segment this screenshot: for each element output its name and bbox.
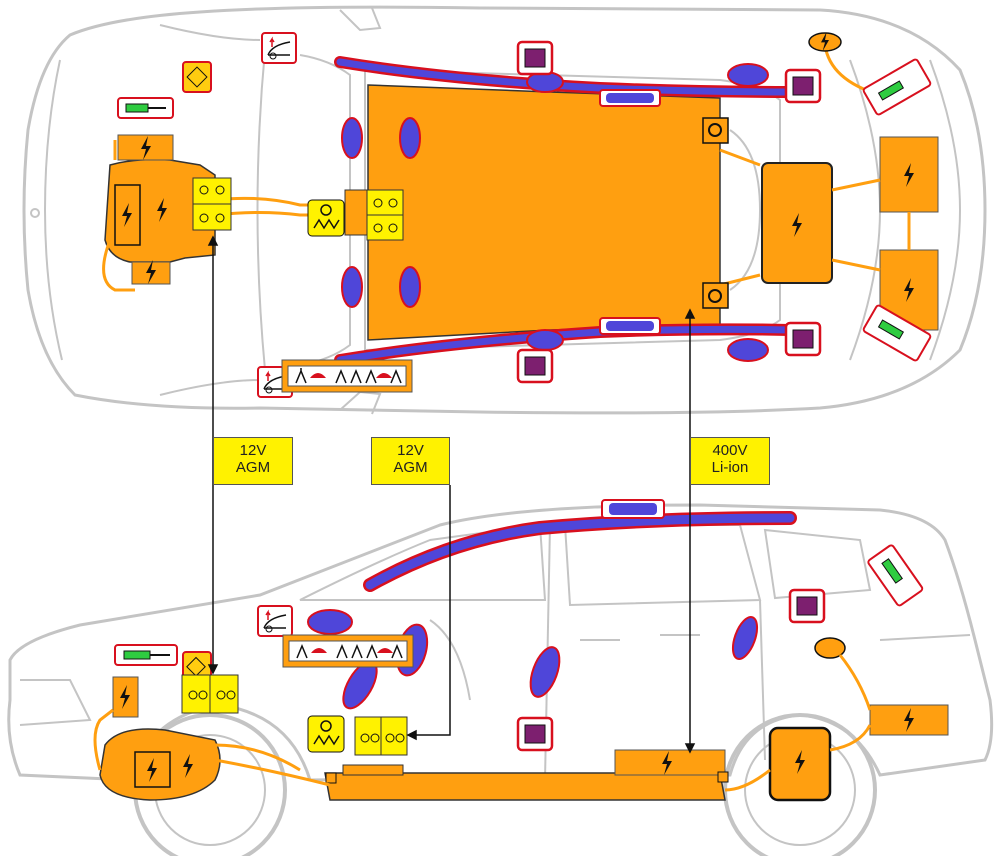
gas-struts-top (117, 58, 932, 362)
callout-line1: 12V (397, 442, 424, 459)
side-view-car (7, 503, 994, 856)
lv-batteries-side (181, 651, 408, 756)
gas-struts-side (114, 544, 924, 666)
seatbelt-tensioners-side (516, 588, 826, 752)
hood-lift-side (257, 605, 414, 668)
hv-battery-top (367, 84, 721, 341)
callout-12v-agm-center: 12V AGM (371, 437, 450, 485)
hood-lift-icons-top (257, 32, 413, 398)
airbags-top (334, 56, 796, 366)
callout-line2: AGM (393, 459, 428, 476)
callout-line1: 400V (712, 442, 748, 459)
front-motor-side (99, 728, 221, 801)
airbags-side (307, 499, 797, 710)
hv-components-side (93, 637, 949, 802)
lv-batteries-top (182, 61, 404, 241)
seatbelt-tensioners-top (516, 40, 822, 384)
callout-12v-agm-front: 12V AGM (213, 437, 293, 485)
callout-line1: 12V (239, 442, 267, 459)
callout-line2: AGM (235, 459, 271, 476)
hv-battery-side (324, 772, 726, 801)
callout-line2: Li-ion (711, 459, 749, 476)
hv-components-top (102, 32, 939, 341)
callout-400v-li-ion: 400V Li-ion (690, 437, 770, 485)
